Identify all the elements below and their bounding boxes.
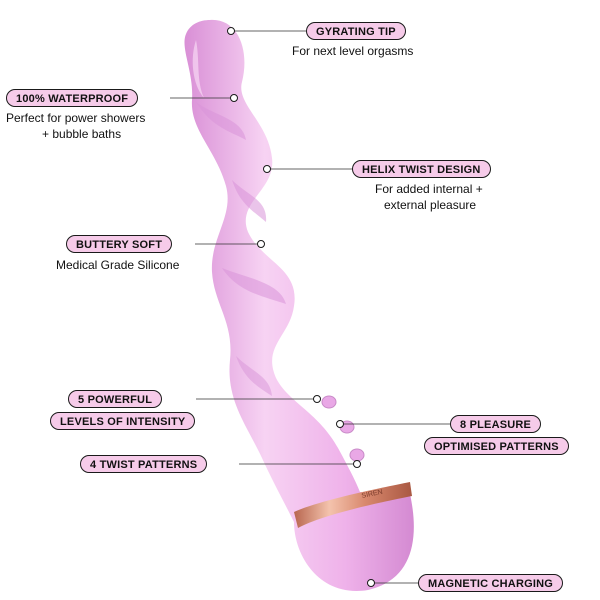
waterproof-subtitle-2: + bubble baths: [42, 127, 122, 141]
leader-dots: [227, 27, 375, 587]
gyrating-tip-label: GYRATING TIP: [306, 22, 406, 40]
twist-ridge: [222, 268, 286, 304]
leader-lines: [170, 30, 450, 584]
shaft-body: [184, 19, 414, 591]
patterns-label: OPTIMISED PATTERNS: [424, 437, 569, 455]
powerful-label: 5 POWERFUL: [68, 390, 163, 408]
pleasure-label: 8 PLEASURE: [450, 415, 542, 433]
rose-gold-band: [294, 482, 412, 528]
twist-ridge: [232, 180, 267, 222]
buttery-soft-label: BUTTERY SOFT: [66, 235, 173, 253]
power-button: [321, 395, 337, 409]
helix-label: HELIX TWIST DESIGN: [352, 160, 491, 178]
twist-button: [349, 448, 365, 462]
brand-mark: SIREN: [361, 489, 383, 500]
gyrating-tip-subtitle: For next level orgasms: [292, 44, 414, 58]
twist-patterns-label: 4 TWIST PATTERNS: [80, 455, 208, 473]
twist-ridge: [236, 356, 272, 396]
buttery-soft-subtitle: Medical Grade Silicone: [56, 258, 180, 272]
highlight: [192, 40, 204, 98]
intensity-label: LEVELS OF INTENSITY: [50, 412, 196, 430]
twist-ridge: [196, 102, 246, 140]
helix-subtitle-2: external pleasure: [384, 198, 477, 212]
helix-subtitle-1: For added internal +: [375, 182, 483, 196]
waterproof-label: 100% WATERPROOF: [6, 89, 139, 107]
waterproof-subtitle-1: Perfect for power showers: [6, 111, 146, 125]
magnetic-charging-label: MAGNETIC CHARGING: [418, 574, 564, 592]
